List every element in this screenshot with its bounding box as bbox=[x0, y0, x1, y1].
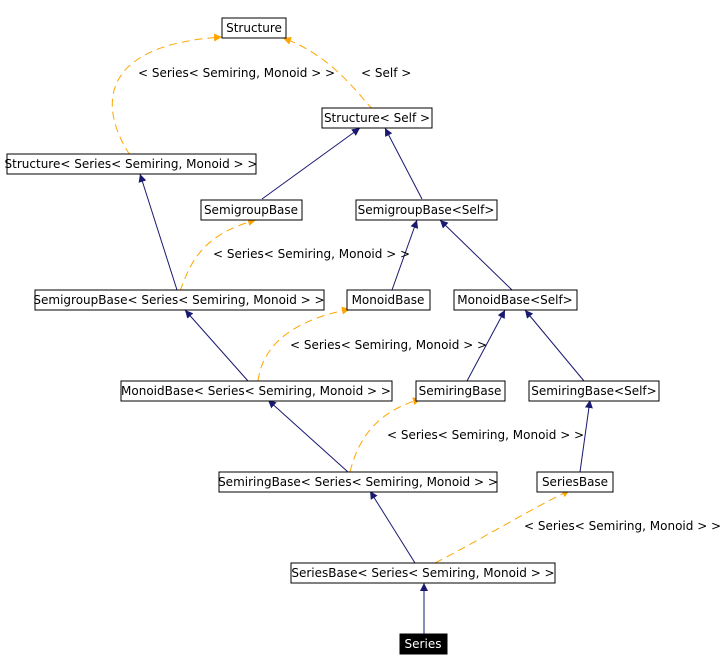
edge-semiringbase-self-from-seriesbase bbox=[579, 399, 593, 473]
edge-monoidbase-series-from-semiringbase-series bbox=[267, 399, 349, 473]
node-structure-series-label: Structure< Series< Semiring, Monoid > > bbox=[5, 157, 258, 171]
edge-labels: < Series< Semiring, Monoid > > < Self > … bbox=[138, 66, 721, 533]
node-structure-label: Structure bbox=[226, 21, 282, 35]
node-semigroupbase-self[interactable]: SemigroupBase<Self> bbox=[355, 199, 498, 221]
node-monoidbase-label: MonoidBase bbox=[352, 293, 425, 307]
node-semiringbase[interactable]: SemiringBase bbox=[415, 380, 506, 402]
edge-monoidbase-self-from-semiringbase bbox=[466, 309, 506, 382]
edge-structure-series-from-semigroupbase-series bbox=[138, 173, 178, 291]
node-series[interactable]: Series bbox=[399, 633, 448, 655]
edge-structure-self-from-semigroupbase-self bbox=[384, 127, 423, 200]
edge-label-monoid-series: < Series< Semiring, Monoid > > bbox=[290, 338, 487, 352]
node-monoidbase[interactable]: MonoidBase bbox=[346, 289, 431, 311]
edge-label-semiring-series: < Series< Semiring, Monoid > > bbox=[387, 428, 584, 442]
node-semigroupbase-self-label: SemigroupBase<Self> bbox=[358, 203, 495, 217]
node-semiringbase-series[interactable]: SemiringBase< Series< Semiring, Monoid >… bbox=[218, 471, 498, 493]
node-semiringbase-self-label: SemiringBase<Self> bbox=[531, 384, 656, 398]
node-monoidbase-self-label: MonoidBase<Self> bbox=[457, 293, 572, 307]
edge-semigroupbase-self-from-monoidbase-self bbox=[439, 219, 513, 291]
edge-template-seriesbase-series bbox=[434, 489, 571, 564]
node-seriesbase[interactable]: SeriesBase bbox=[536, 471, 614, 493]
inheritance-edges bbox=[138, 127, 593, 634]
edge-template-semigroup-series bbox=[179, 218, 257, 292]
edge-semigroupbase-self-from-monoidbase bbox=[391, 219, 419, 291]
node-monoidbase-self[interactable]: MonoidBase<Self> bbox=[453, 289, 578, 311]
edge-template-structure-series bbox=[111, 33, 223, 156]
node-structure-self-label: Structure< Self > bbox=[324, 111, 430, 125]
node-semigroupbase-series-label: SemigroupBase< Series< Semiring, Monoid … bbox=[33, 293, 324, 307]
node-seriesbase-series[interactable]: SeriesBase< Series< Semiring, Monoid > > bbox=[290, 562, 556, 584]
edge-template-monoid-series bbox=[257, 306, 351, 382]
node-semigroupbase-series[interactable]: SemigroupBase< Series< Semiring, Monoid … bbox=[33, 289, 325, 311]
edge-label-seriesbase-series: < Series< Semiring, Monoid > > bbox=[524, 519, 721, 533]
node-monoidbase-series-label: MonoidBase< Series< Semiring, Monoid > > bbox=[121, 384, 391, 398]
template-edges bbox=[111, 33, 571, 564]
node-structure-series[interactable]: Structure< Series< Semiring, Monoid > > bbox=[5, 153, 258, 175]
edge-structure-self-from-semigroupbase bbox=[261, 127, 361, 200]
edge-label-semigroup-series: < Series< Semiring, Monoid > > bbox=[213, 247, 410, 261]
node-semiringbase-self[interactable]: SemiringBase<Self> bbox=[528, 380, 660, 402]
edge-monoidbase-self-from-semiringbase-self bbox=[524, 309, 585, 382]
edge-semigroupbase-series-from-monoidbase-series bbox=[184, 309, 249, 382]
node-series-label: Series bbox=[405, 637, 442, 651]
edge-template-semiring-series bbox=[349, 397, 422, 473]
node-monoidbase-series[interactable]: MonoidBase< Series< Semiring, Monoid > > bbox=[120, 380, 393, 402]
node-semigroupbase[interactable]: SemigroupBase bbox=[200, 199, 303, 221]
node-semigroupbase-label: SemigroupBase bbox=[204, 203, 298, 217]
edge-label-structure-self: < Self > bbox=[361, 66, 411, 80]
edge-semiringbase-series-from-seriesbase-series bbox=[369, 490, 416, 564]
edge-label-structure-series: < Series< Semiring, Monoid > > bbox=[138, 66, 335, 80]
node-structure[interactable]: Structure bbox=[221, 17, 287, 39]
node-structure-self[interactable]: Structure< Self > bbox=[321, 107, 433, 129]
node-semiringbase-label: SemiringBase bbox=[419, 384, 502, 398]
node-seriesbase-series-label: SeriesBase< Series< Semiring, Monoid > > bbox=[291, 566, 554, 580]
node-seriesbase-label: SeriesBase bbox=[542, 475, 608, 489]
node-semiringbase-series-label: SemiringBase< Series< Semiring, Monoid >… bbox=[218, 475, 498, 489]
